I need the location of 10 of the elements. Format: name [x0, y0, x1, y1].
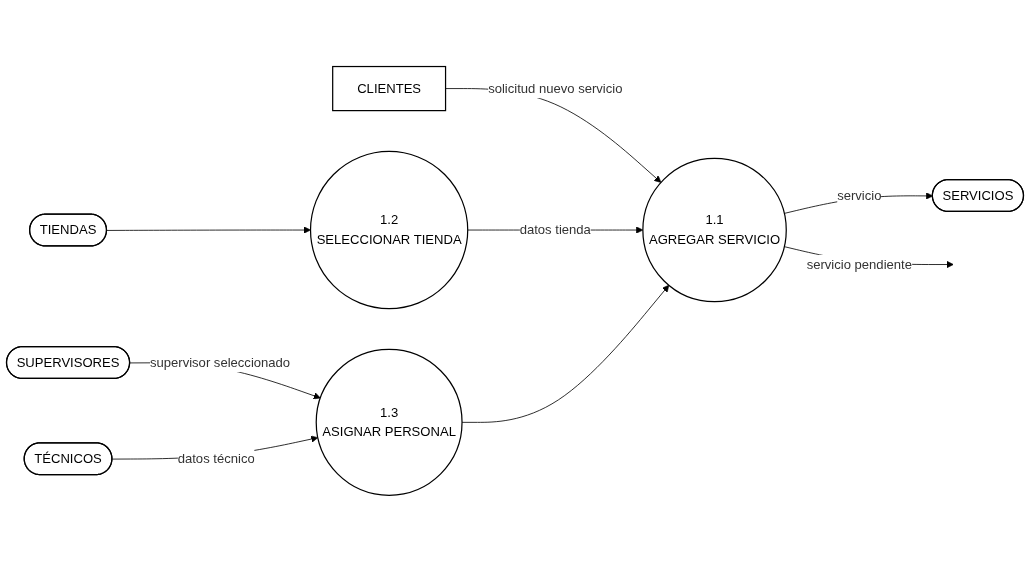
edge-label: servicio pendiente	[806, 256, 912, 271]
node-circle: 1.3 ASIGNAR PERSONAL	[315, 348, 463, 496]
node-box: CLIENTES	[332, 65, 447, 111]
edge-label: servicio	[837, 187, 882, 202]
edge-label: supervisor seleccionado	[149, 354, 291, 369]
edge-label: datos tienda	[519, 222, 591, 237]
edge-label: datos técnico	[177, 450, 255, 465]
node-circle: 1.1 AGREGAR SERVICIO	[642, 157, 787, 302]
edge-label: solicitud nuevo servicio	[488, 80, 623, 95]
node-circle: 1.2 SELECCIONAR TIENDA	[309, 150, 469, 309]
